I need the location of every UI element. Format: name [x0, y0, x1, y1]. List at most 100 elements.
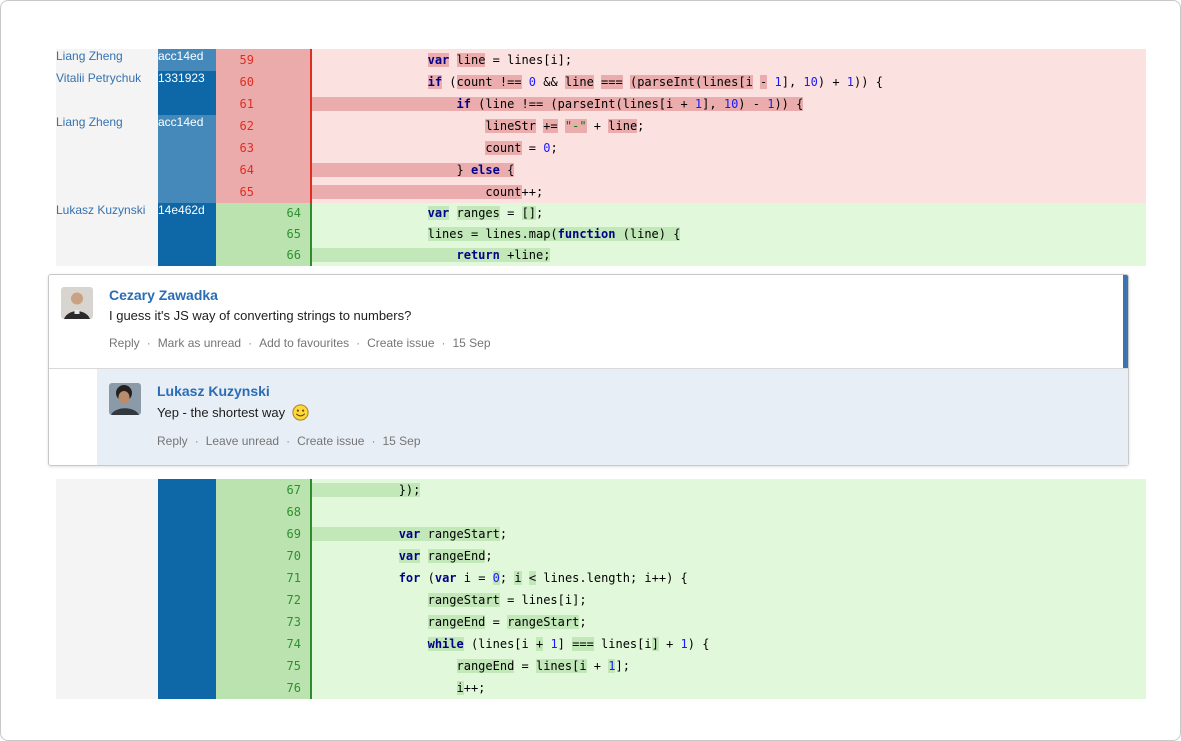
smiley-emoticon-icon	[292, 404, 309, 421]
code-line[interactable]: rangeEnd = rangeStart;	[310, 611, 1146, 633]
comment-action-link[interactable]: Create issue	[367, 336, 435, 350]
action-separator: ·	[248, 336, 253, 350]
commit-hash-link[interactable]: acc14ed	[158, 49, 216, 71]
code-line[interactable]: var rangeEnd;	[310, 545, 1146, 567]
action-separator: ·	[441, 336, 446, 350]
diff-line: 74 while (lines[i + 1] === lines[i] + 1)…	[56, 633, 1146, 655]
line-number-gutter: 70	[216, 545, 311, 567]
diff-author-link[interactable]: Liang Zheng	[56, 115, 158, 203]
diff-line: 73 rangeEnd = rangeStart;	[56, 611, 1146, 633]
code-line[interactable]: } else {	[310, 159, 1146, 181]
line-number-gutter: 61	[216, 93, 311, 115]
commit-hash-link[interactable]: 14e462d	[158, 203, 216, 266]
diff-line: 71 for (var i = 0; i < lines.length; i++…	[56, 567, 1146, 589]
code-line[interactable]: rangeStart = lines[i];	[310, 589, 1146, 611]
comment-actions: Reply · Mark as unread · Add to favourites · C…	[109, 336, 1114, 350]
code-line[interactable]: var ranges = [];	[310, 203, 1146, 224]
commit-hash-link	[158, 479, 216, 699]
line-number-gutter: 68	[216, 501, 311, 523]
old-line-number: 62	[239, 119, 254, 133]
avatar	[61, 287, 93, 319]
old-line-number: 61	[239, 97, 254, 111]
diff-line: 70 var rangeEnd;	[56, 545, 1146, 567]
code-line[interactable]: i++;	[310, 677, 1146, 699]
unread-indicator-bar	[1123, 275, 1128, 368]
new-line-number: 76	[286, 681, 301, 695]
line-number-gutter: 69	[216, 523, 311, 545]
diff-author-link[interactable]: Liang Zheng	[56, 49, 158, 71]
code-line[interactable]	[310, 501, 1146, 523]
code-line[interactable]: rangeEnd = lines[i + 1];	[310, 655, 1146, 677]
comment-action-link[interactable]: Reply	[157, 434, 188, 448]
action-separator: ·	[286, 434, 291, 448]
line-number-gutter: 67	[216, 479, 311, 501]
action-separator: ·	[356, 336, 361, 350]
new-line-number: 66	[286, 248, 301, 262]
line-number-gutter: 63	[216, 137, 311, 159]
line-number-gutter: 72	[216, 589, 311, 611]
comment-thread: Cezary Zawadka I guess it's JS way of co…	[48, 274, 1129, 466]
comment-action-link[interactable]: Create issue	[297, 434, 365, 448]
comment-body-text: Yep - the shortest way	[157, 405, 286, 420]
commit-hash-link[interactable]: acc14ed	[158, 115, 216, 203]
old-line-number: 63	[239, 141, 254, 155]
line-number-gutter: 75	[216, 655, 311, 677]
new-line-number: 71	[286, 571, 301, 585]
code-line[interactable]: lines = lines.map(function (line) {	[310, 224, 1146, 245]
avatar	[109, 383, 141, 415]
comment-action-link[interactable]: Leave unread	[205, 434, 280, 448]
code-line[interactable]: count = 0;	[310, 137, 1146, 159]
code-line[interactable]: lineStr += "-" + line;	[310, 115, 1146, 137]
comment-main: Cezary Zawadka I guess it's JS way of co…	[49, 275, 1128, 369]
code-line[interactable]: var line = lines[i];	[310, 49, 1146, 71]
comment-action-link[interactable]: Reply	[109, 336, 140, 350]
code-line[interactable]: return +line;	[310, 245, 1146, 266]
commit-hash-link[interactable]: 1331923	[158, 71, 216, 115]
line-number-gutter: 66	[216, 245, 311, 266]
action-separator: ·	[371, 434, 376, 448]
comment-reply: Lukasz Kuzynski Yep - the shortest way R…	[97, 369, 1128, 465]
diff-line: 61 if (line !== (parseInt(lines[i + 1], …	[56, 93, 1146, 115]
diff-line: 76 i++;	[56, 677, 1146, 699]
code-line[interactable]: if (count !== 0 && line === (parseInt(li…	[310, 71, 1146, 93]
line-number-gutter: 71	[216, 567, 311, 589]
diff-author-link[interactable]: Vitalii Petrychuk	[56, 71, 158, 115]
line-number-gutter: 65	[216, 181, 311, 203]
diff-line: 75 rangeEnd = lines[i + 1];	[56, 655, 1146, 677]
old-line-number: 59	[239, 53, 254, 67]
line-number-gutter: 62	[216, 115, 311, 137]
comment-action-link[interactable]: Add to favourites	[259, 336, 350, 350]
new-line-number: 69	[286, 527, 301, 541]
diff-line: 64 } else {	[56, 159, 1146, 181]
code-line[interactable]: var rangeStart;	[310, 523, 1146, 545]
comment-action-link[interactable]: Mark as unread	[157, 336, 242, 350]
line-number-gutter: 59	[216, 49, 311, 71]
diff-line: 66 return +line;	[56, 245, 1146, 266]
comment-author-link[interactable]: Cezary Zawadka	[109, 287, 218, 303]
comment-author-link[interactable]: Lukasz Kuzynski	[157, 383, 270, 399]
action-separator: ·	[194, 434, 199, 448]
diff-author-link	[56, 479, 158, 699]
diff-line: 67 });	[56, 479, 1146, 699]
code-line[interactable]: count++;	[310, 181, 1146, 203]
diff-author-link[interactable]: Lukasz Kuzynski	[56, 203, 158, 266]
avatar-image	[109, 383, 141, 415]
new-line-number: 68	[286, 505, 301, 519]
new-line-number: 72	[286, 593, 301, 607]
code-line[interactable]: while (lines[i + 1] === lines[i] + 1) {	[310, 633, 1146, 655]
new-line-number: 75	[286, 659, 301, 673]
comment-date: 15 Sep	[452, 336, 491, 350]
code-line[interactable]: });	[310, 479, 1146, 501]
code-line[interactable]: if (line !== (parseInt(lines[i + 1], 10)…	[310, 93, 1146, 115]
code-line[interactable]: for (var i = 0; i < lines.length; i++) {	[310, 567, 1146, 589]
line-number-gutter: 76	[216, 677, 311, 699]
line-number-gutter: 74	[216, 633, 311, 655]
